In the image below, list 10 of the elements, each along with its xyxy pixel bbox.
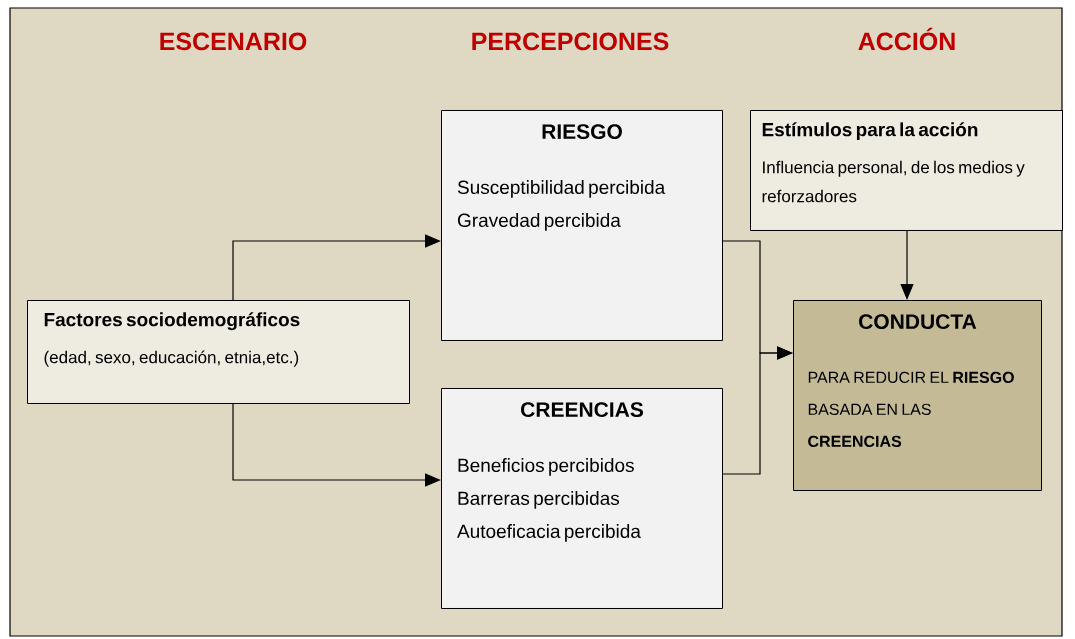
column-heading: PERCEPCIONES [472,32,669,51]
cue-box: Estímulos para la acción Influencia personal, de los medios y reforzadores [750,110,1063,231]
perception-box: CREENCIAS Beneficios percibidos Barreras percibidas Autoeficacia percibida [441,388,723,609]
factor-box: Factores sociodemográficos (edad, sexo, educación, etnia,etc.) [27,300,410,404]
arrow [232,403,441,487]
behavior-box: CONDUCTA PARA REDUCIR EL RIESGO BASADA EN LAS CREENCIAS [793,300,1042,491]
column-heading: ESCENARIO [160,32,307,51]
column-heading: ACCIÓN [858,27,955,51]
perception-box: RIESGO Susceptibilidad percibida Gravedad percibida [441,110,723,341]
arrow [232,234,441,301]
